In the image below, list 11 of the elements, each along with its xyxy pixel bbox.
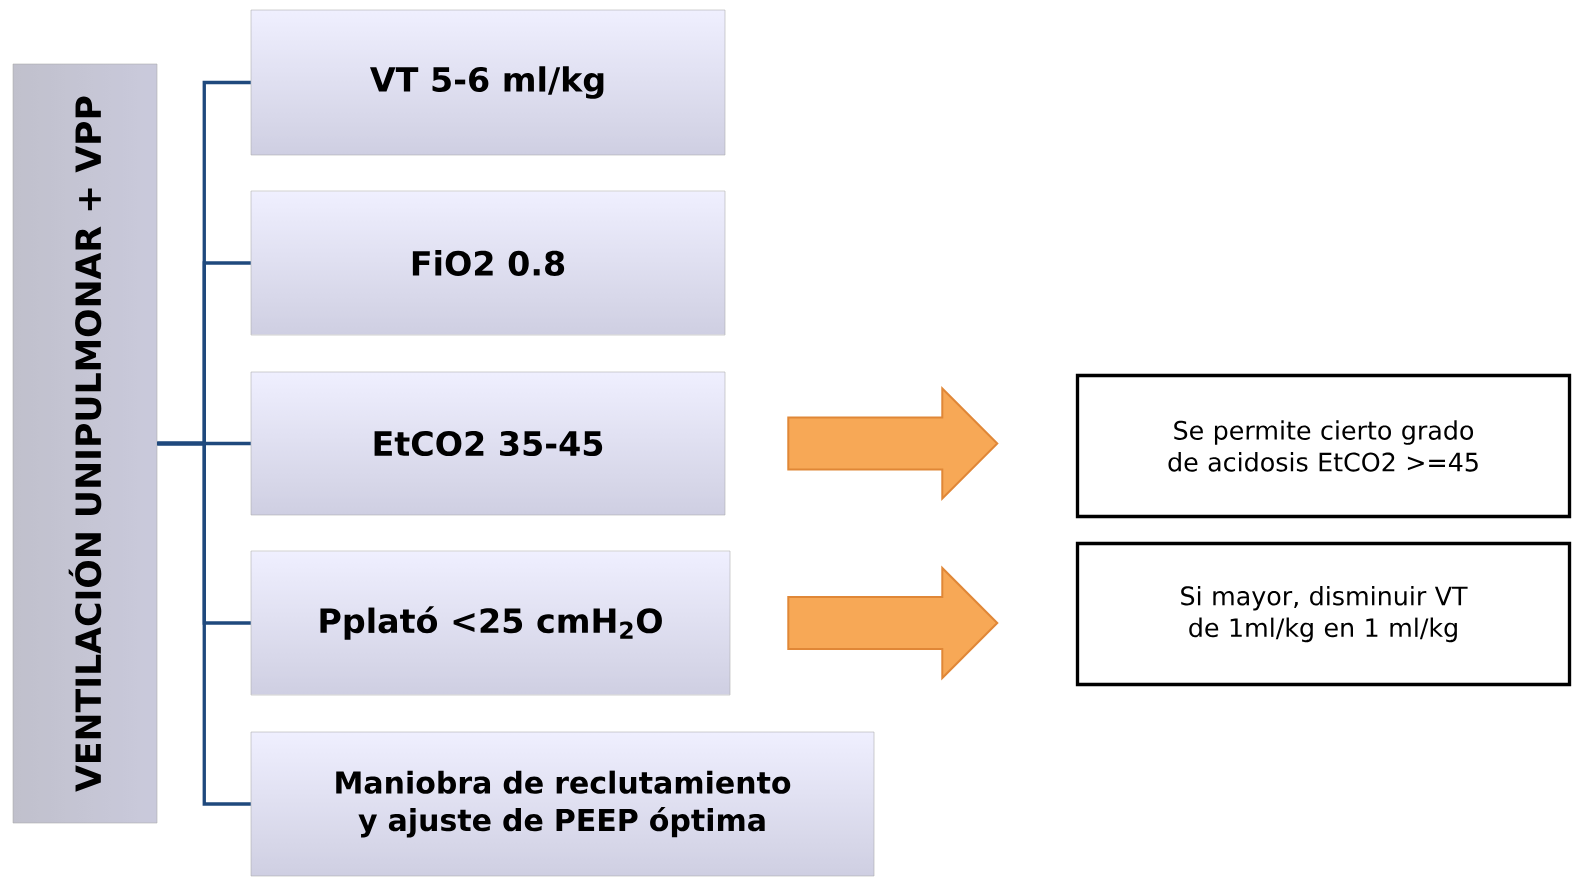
- connector-line: [157, 441, 251, 806]
- parameter-box: EtCO2 35-45: [250, 371, 726, 516]
- note-box: Se permite cierto grado de acidosis EtCO2 >=45: [1075, 373, 1572, 519]
- note-box: Si mayor, disminuir VT de 1ml/kg en 1 ml/kg: [1075, 541, 1572, 687]
- parameter-box: Pplató <25 cmH$_{2}$O: [250, 550, 731, 696]
- block-arrow: [787, 386, 999, 501]
- vertical-title-box: VENTILACIÓN UNIPULMONAR + VPP: [12, 63, 158, 824]
- parameter-box: Maniobra de reclutamiento y ajuste de PEEP óptima: [250, 731, 875, 877]
- parameter-box: FiO2 0.8: [250, 190, 726, 336]
- parameter-box: VT 5-6 ml/kg: [250, 9, 726, 156]
- block-arrow: [787, 565, 999, 681]
